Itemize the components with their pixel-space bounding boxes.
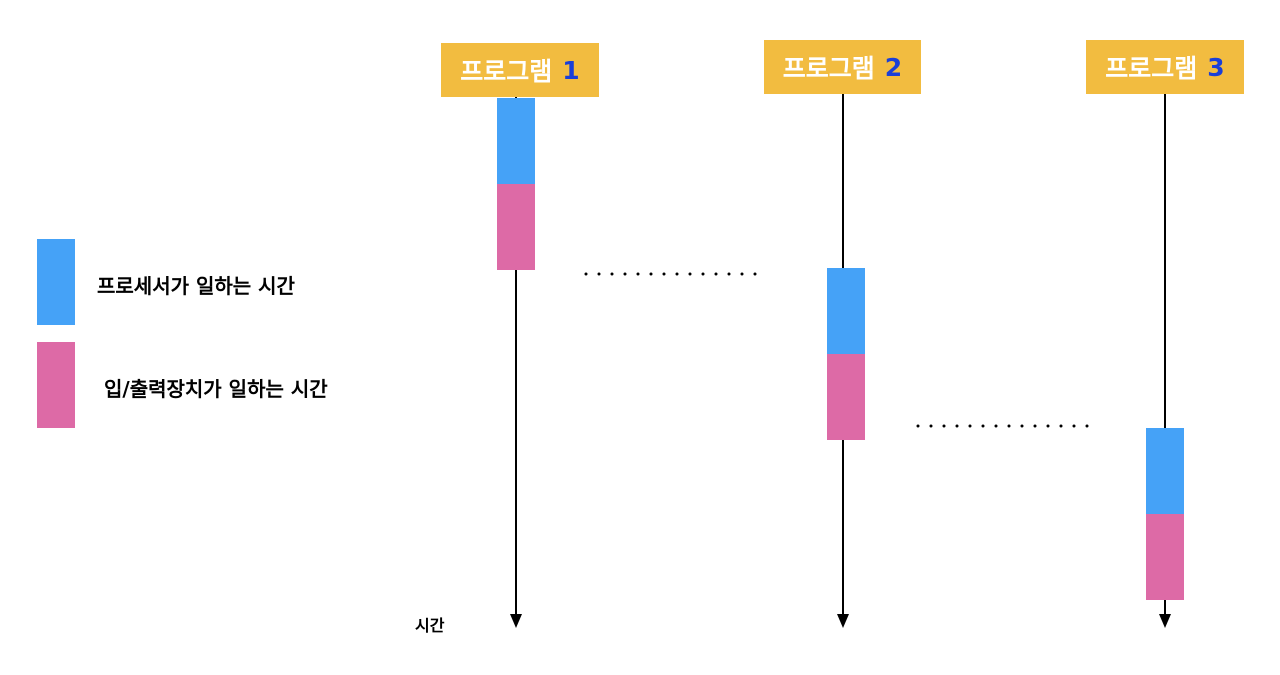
program-1-io-block <box>497 184 535 270</box>
program-3-processor-block <box>1146 428 1184 514</box>
program-2-processor-block <box>827 268 865 354</box>
program-2-header: 프로그램 2 <box>764 40 921 94</box>
program-2-io-block <box>827 354 865 440</box>
timeline-3-arrow <box>1159 614 1171 628</box>
program-1-processor-block <box>497 98 535 184</box>
time-axis-label: 시간 <box>415 616 445 635</box>
program-2-number: 2 <box>884 52 903 82</box>
program-2-name: 프로그램 <box>782 54 875 83</box>
program-3-header: 프로그램 3 <box>1086 40 1244 94</box>
program-3-name: 프로그램 <box>1105 54 1198 83</box>
timeline-2-arrow <box>837 614 849 628</box>
legend-processor-swatch <box>37 239 75 325</box>
program-1-name: 프로그램 <box>460 57 553 86</box>
program-1-number: 1 <box>562 55 580 85</box>
legend-io-swatch <box>37 342 75 428</box>
timeline-1-arrow <box>510 614 522 628</box>
program-3-number: 3 <box>1207 52 1225 82</box>
program-3-io-block <box>1146 514 1184 600</box>
legend-processor-label: 프로세서가 일하는 시간 <box>97 274 295 298</box>
legend-io-label: 입/출력장치가 일하는 시간 <box>104 377 328 401</box>
program-1-header: 프로그램 1 <box>441 43 599 97</box>
